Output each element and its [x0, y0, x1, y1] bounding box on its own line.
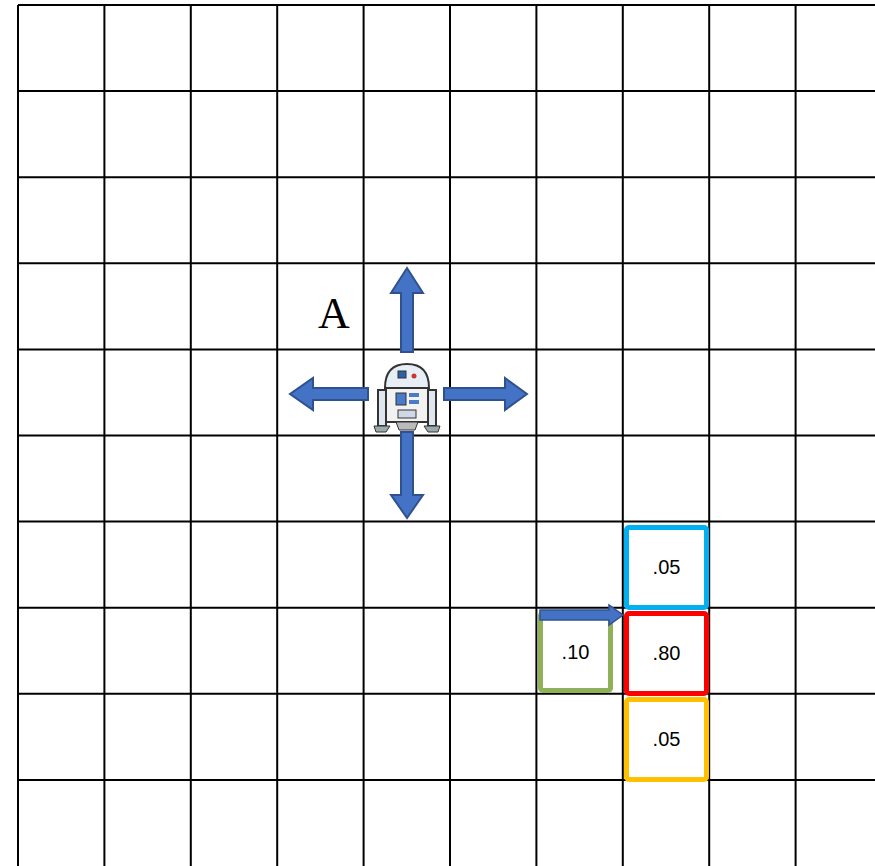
state-label: A	[318, 292, 350, 336]
probability-value: .05	[653, 728, 681, 751]
probability-value: .05	[653, 556, 681, 579]
probability-cell: .80	[624, 611, 709, 696]
probability-cell: .05	[624, 525, 709, 610]
probability-cell: .05	[624, 697, 709, 782]
robot-icon	[374, 364, 440, 432]
probability-cell: .10	[538, 611, 613, 693]
move-arrows	[290, 268, 527, 518]
probability-value: .80	[653, 642, 681, 665]
probability-value: .10	[562, 641, 590, 664]
